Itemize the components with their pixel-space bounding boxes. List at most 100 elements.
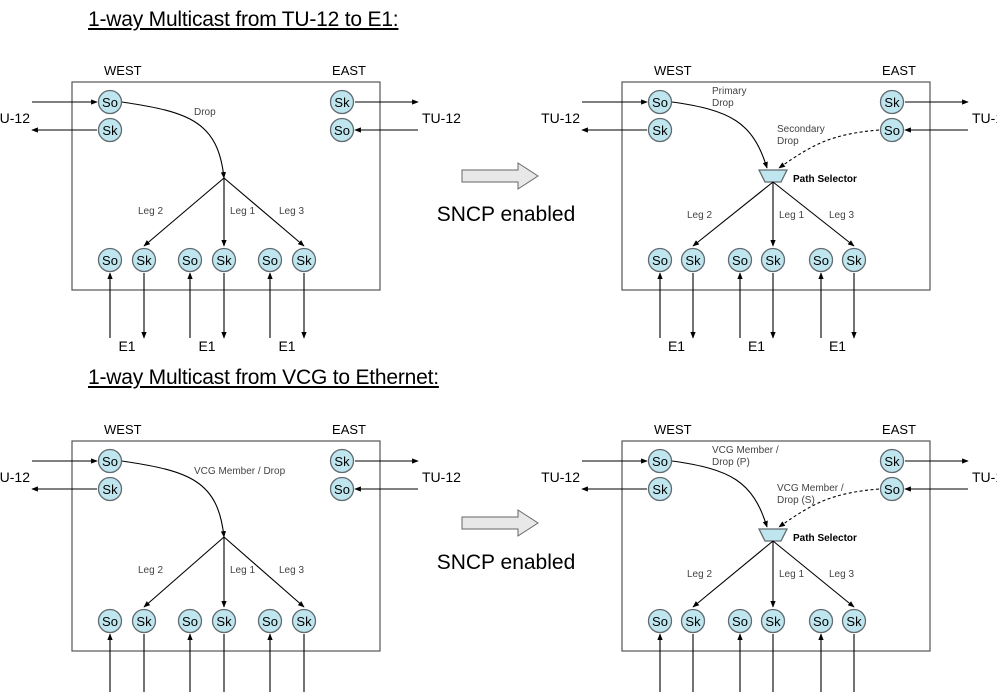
s2-right-client-source-node-2-label: So bbox=[732, 614, 748, 629]
s1-left-east-source-node-circle bbox=[329, 117, 355, 143]
s2-right-leg-1-label: Leg 1 bbox=[779, 569, 804, 580]
s1-right-west-sink-node-label: Sk bbox=[652, 123, 668, 138]
section-title-vcg-to-ethernet: 1-way Multicast from VCG to Ethernet: bbox=[88, 366, 439, 389]
s1-right-client-source-node-1: So bbox=[647, 247, 673, 273]
s2-left-east-source-node: So bbox=[329, 476, 355, 502]
s1-right-west-source-node-circle bbox=[647, 89, 673, 115]
s2-sncp-caption: SNCP enabled bbox=[437, 551, 576, 574]
s2-left-client-sink-node-3-circle bbox=[291, 608, 317, 634]
s2-left-east-source-node-circle bbox=[329, 476, 355, 502]
s1-right-secondary-label-1: Secondary bbox=[777, 124, 825, 135]
s2-right-client-source-node-3-label: So bbox=[813, 614, 829, 629]
s1-right-west-sink-node-circle bbox=[647, 117, 673, 143]
s1-right-west-label: WEST bbox=[654, 63, 692, 78]
s2-right-client-source-node-3: So bbox=[808, 608, 834, 634]
s1-left-east-label: EAST bbox=[332, 63, 366, 78]
s1-left-west-source-node: So bbox=[97, 89, 123, 115]
s1-right-client-sink-node-3-label: Sk bbox=[846, 253, 862, 268]
s2-left-client-source-node-1-label: So bbox=[102, 614, 118, 629]
s1-right-path-selector-icon bbox=[757, 169, 789, 183]
s2-right-client-sink-node-3: Sk bbox=[841, 608, 867, 634]
s2-left-west-label: WEST bbox=[104, 422, 142, 437]
s1-right-east-sink-node-circle bbox=[879, 89, 905, 115]
s2-right-client-source-node-1-circle bbox=[647, 608, 673, 634]
s1-left-leg-3-label: Leg 3 bbox=[279, 206, 304, 217]
s1-right-client-label-2: E1 bbox=[748, 338, 765, 354]
s1-right-tu12-west-label: TU-12 bbox=[541, 110, 580, 126]
s2-right-west-sink-node: Sk bbox=[647, 476, 673, 502]
s1-right-east-source-node-circle bbox=[879, 117, 905, 143]
s1-left-client-sink-node-2-circle bbox=[211, 247, 237, 273]
s2-left-west-source-node: So bbox=[97, 448, 123, 474]
s1-left-east-sink-node-label: Sk bbox=[334, 95, 350, 110]
s1-right-secondary-drop-path bbox=[778, 129, 880, 169]
s1-left-client-sink-node-3: Sk bbox=[291, 247, 317, 273]
s2-left-east-source-node-label: So bbox=[334, 482, 350, 497]
s2-right-path-selector-label: Path Selector bbox=[793, 533, 857, 544]
s1-right-east-label: EAST bbox=[882, 63, 916, 78]
s2-left-client-source-node-2-circle bbox=[177, 608, 203, 634]
s2-right-west-label: WEST bbox=[654, 422, 692, 437]
s2-left-client-source-node-2-label: So bbox=[182, 614, 198, 629]
s2-right-primary-label-1: VCG Member / bbox=[712, 445, 779, 456]
s2-right-west-sink-node-label: Sk bbox=[652, 482, 668, 497]
s1-left-client-label-1: E1 bbox=[118, 338, 135, 354]
s1-right-east-source-node-label: So bbox=[884, 123, 900, 138]
s1-right-client-sink-node-1-circle bbox=[680, 247, 706, 273]
s1-right-primary-drop-path bbox=[671, 101, 768, 169]
s2-right-client-sink-node-1: Sk bbox=[680, 608, 706, 634]
s2-right-east-source-node: So bbox=[879, 476, 905, 502]
s1-left-client-sink-node-3-label: Sk bbox=[296, 253, 312, 268]
s2-right-east-label: EAST bbox=[882, 422, 916, 437]
s1-right-east-sink-node-label: Sk bbox=[884, 95, 900, 110]
s1-right-west-source-node: So bbox=[647, 89, 673, 115]
s1-right-tu12-east-label: TU-12 bbox=[972, 110, 997, 126]
s2-left-west-sink-node-circle bbox=[97, 476, 123, 502]
s2-left-east-sink-node: Sk bbox=[329, 448, 355, 474]
s1-right-primary-label-2: Drop bbox=[712, 98, 734, 109]
s2-left-client-source-node-1: So bbox=[97, 608, 123, 634]
s1-right-client-sink-node-2-circle bbox=[760, 247, 786, 273]
s1-right-east-sink-node: Sk bbox=[879, 89, 905, 115]
s1-left-client-source-node-1-circle bbox=[97, 247, 123, 273]
s2-right-secondary-label-2: Drop (S) bbox=[777, 495, 815, 506]
s1-left-west-sink-node-circle bbox=[97, 117, 123, 143]
s2-left-client-sink-node-2: Sk bbox=[211, 608, 237, 634]
s1-left-client-source-node-2-label: So bbox=[182, 253, 198, 268]
s2-right-east-sink-node-label: Sk bbox=[884, 454, 900, 469]
s1-left-leg-line-3 bbox=[223, 177, 305, 247]
s2-left-tu12-east-label: TU-12 bbox=[422, 469, 461, 485]
s2-left-client-sink-node-1-circle bbox=[131, 608, 157, 634]
s2-left-client-source-node-1-circle bbox=[97, 608, 123, 634]
s1-right-client-source-node-2: So bbox=[727, 247, 753, 273]
s1-right-client-sink-node-3: Sk bbox=[841, 247, 867, 273]
s2-left-east-sink-node-circle bbox=[329, 448, 355, 474]
s1-left-west-sink-node: Sk bbox=[97, 117, 123, 143]
s1-left-tu12-east-label: TU-12 bbox=[422, 110, 461, 126]
s2-left-west-sink-node: Sk bbox=[97, 476, 123, 502]
s2-right-client-sink-node-1-label: Sk bbox=[685, 614, 701, 629]
s1-left-east-source-node: So bbox=[329, 117, 355, 143]
s2-left-east-sink-node-label: Sk bbox=[334, 454, 350, 469]
s2-right-leg-line-3 bbox=[772, 540, 855, 608]
s1-left-client-sink-node-2: Sk bbox=[211, 247, 237, 273]
s1-right-leg-3-label: Leg 3 bbox=[829, 210, 854, 221]
s2-left-west-source-node-circle bbox=[97, 448, 123, 474]
s2-right-path-selector-icon bbox=[757, 528, 789, 542]
s1-sncp-caption: SNCP enabled bbox=[437, 203, 576, 226]
s2-left-leg-line-3 bbox=[223, 536, 305, 608]
s2-left-west-sink-node-label: Sk bbox=[102, 482, 118, 497]
s2-left-east-label: EAST bbox=[332, 422, 366, 437]
s2-left-client-source-node-3-label: So bbox=[262, 614, 278, 629]
s2-left-leg-2-label: Leg 2 bbox=[138, 565, 163, 576]
s2-right-primary-drop-path bbox=[671, 460, 768, 528]
s1-left-drop-label: Drop bbox=[194, 107, 216, 118]
s1-right-client-sink-node-1: Sk bbox=[680, 247, 706, 273]
s1-left-client-source-node-3-label: So bbox=[262, 253, 278, 268]
s2-right-client-sink-node-2-circle bbox=[760, 608, 786, 634]
s1-left-drop-path bbox=[121, 101, 226, 179]
s1-right-ne-boundary bbox=[621, 81, 931, 291]
s1-left-client-sink-node-1: Sk bbox=[131, 247, 157, 273]
s1-left-client-source-node-1: So bbox=[97, 247, 123, 273]
